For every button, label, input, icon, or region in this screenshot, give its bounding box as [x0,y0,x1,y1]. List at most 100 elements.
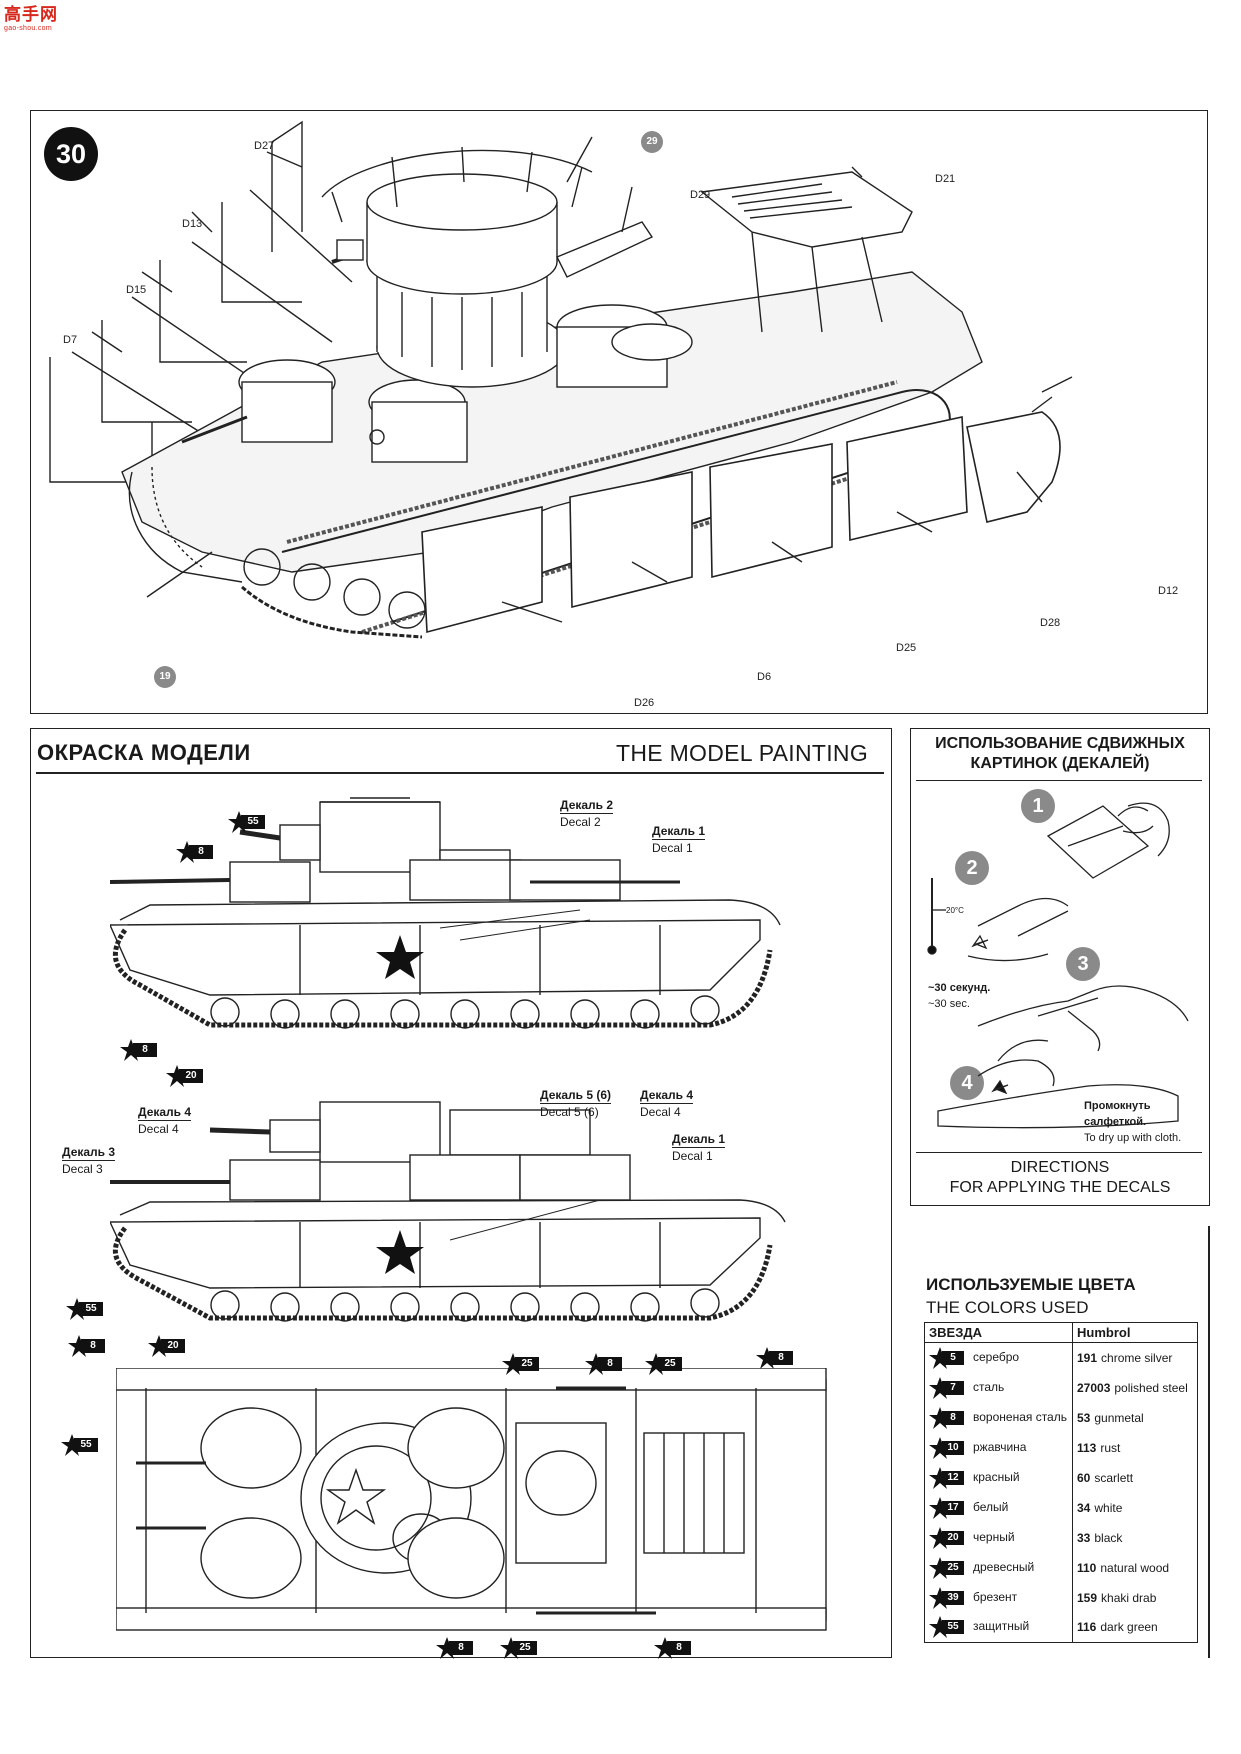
track-outline [113,928,773,1028]
header-humbrol: Humbrol [1072,1322,1198,1343]
color-marker: 25 [645,1353,685,1375]
star-icon [929,1436,951,1459]
color-marker: 8 [585,1353,625,1375]
track-front-left [128,471,243,583]
decal-step-2: 2 [955,851,989,885]
zvezda-number: 10 [942,1440,964,1455]
track-outline [113,1226,773,1321]
humbrol-number: 34 [1077,1500,1091,1515]
cloth-press [937,1084,1179,1129]
painting-title-ru: ОКРАСКА МОДЕЛИ [37,740,251,765]
humbrol-number: 113 [1077,1440,1097,1455]
humbrol-number: 53 [1077,1410,1091,1425]
colors-frame-right-edge [1208,1226,1210,1658]
tank-side-view-1 [110,797,781,1029]
skirt-panel-d27 [221,202,302,303]
scissors-sheet [1046,805,1150,879]
decal-label: D13 [182,218,203,230]
star-badge: 20 [929,1526,965,1549]
color-marker: 8 [68,1335,108,1357]
humbrol-name: natural wood [1100,1560,1170,1575]
color-marker: 55 [61,1434,101,1456]
star-outline [325,1467,387,1525]
zvezda-name: вороненая сталь [973,1409,1067,1424]
humbrol-number: 159 [1077,1590,1098,1605]
humbrol-name: khaki drab [1101,1590,1157,1605]
directions-caption: DIRECTIONS FOR APPLYING THE DECALS [949,1159,1171,1196]
color-marker: 55 [66,1298,106,1320]
colors-title-ru: ИСПОЛЬЗУЕМЫЕ ЦВЕТА [926,1275,1136,1294]
color-marker: 55 [228,811,268,833]
star-icon [929,1496,951,1519]
soak-time-ru: ~30 секунд. [928,982,991,994]
star-badge: 5 [929,1346,965,1369]
star-badge: 25 [929,1556,965,1579]
decal-label: D27 [254,140,275,152]
decal-step-3: 3 [1066,947,1100,981]
star-icon [929,1376,951,1399]
star-icon [929,1556,951,1579]
decal-callout-5: Декаль 5 (6)Decal 5 (6) [540,1088,612,1119]
site-logo: 高手网 gao-shou.com [4,6,76,40]
humbrol-name: chrome silver [1101,1350,1173,1365]
color-marker: 20 [166,1065,206,1087]
zvezda-name: красный [973,1469,1020,1484]
decal-label: D21 [935,173,956,185]
star-icon [929,1346,951,1369]
zvezda-name: защитный [973,1619,1030,1634]
color-marker: 25 [500,1637,540,1659]
panel-arrow [71,189,353,453]
decal-label: D28 [1040,617,1061,629]
star-icon [929,1466,951,1489]
directions-divider [916,1152,1202,1153]
star-icon [929,1586,951,1609]
soak-time-en: ~30 sec. [928,998,970,1010]
assembly-step-frame [30,110,1208,714]
title-divider [36,772,884,774]
part-callout: 19 [154,666,176,688]
engine-grill-d21 [700,171,913,248]
color-marker: 8 [176,841,216,863]
star-badge: 12 [929,1466,965,1489]
color-marker: 8 [654,1637,694,1659]
blot-ru-2: салфеткой. [1084,1116,1147,1128]
humbrol-number: 116 [1077,1620,1097,1635]
part-callout: 29 [641,131,663,153]
humbrol-name: rust [1100,1440,1121,1455]
decal-title-divider [916,780,1202,781]
humbrol-name: white [1094,1500,1123,1515]
zvezda-number: 12 [942,1470,964,1485]
decal-label: D25 [896,642,917,654]
decal-directions-title: ИСПОЛЬЗОВАНИЕ СДВИЖНЫХ КАРТИНОК (ДЕКАЛЕЙ… [935,735,1185,772]
tank-side-view-2 [110,1101,786,1322]
skirt-panel-d28 [846,416,968,542]
decal-step-1: 1 [1021,789,1055,823]
star-badge: 17 [929,1496,965,1519]
decal-label: D12 [1158,585,1179,597]
painting-title-en: THE MODEL PAINTING [616,740,869,766]
tank-assembly-drawing [49,120,1073,639]
header-zvezda: ЗВЕЗДА [924,1322,1073,1343]
decal-label: D6 [757,671,772,683]
skirt-panel-d26 [421,506,543,634]
